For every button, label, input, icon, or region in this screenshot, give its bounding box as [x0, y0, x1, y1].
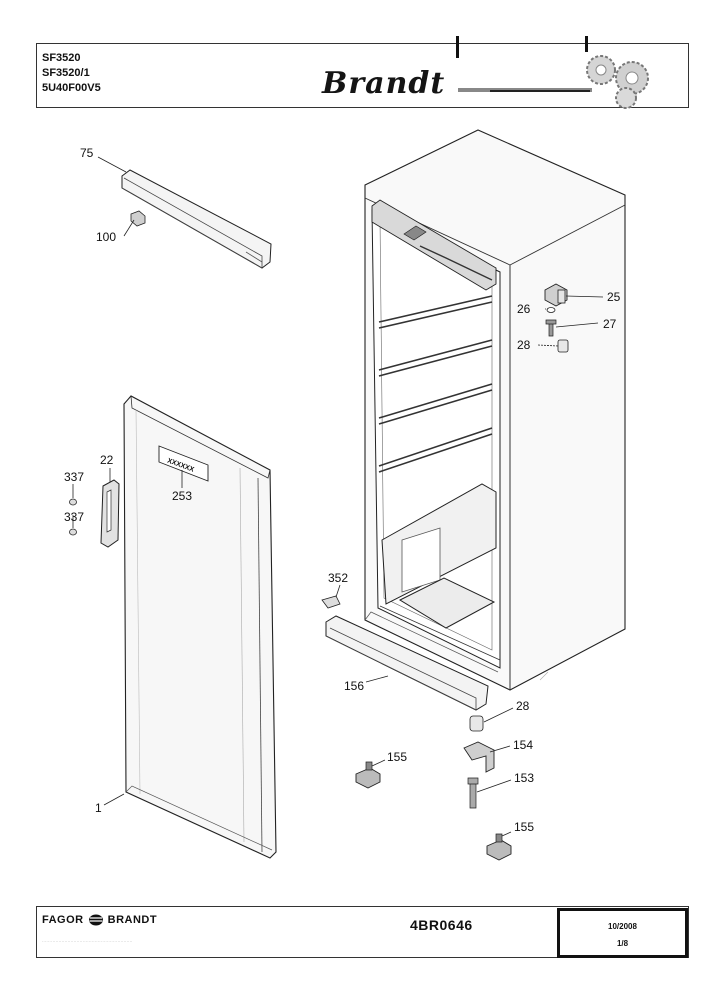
- shelf-rails: [378, 295, 493, 473]
- callout-label: 253: [172, 489, 192, 503]
- crisper-drawer-area: [379, 483, 501, 661]
- callout-label: 352: [328, 571, 348, 585]
- bottom-plate: [321, 595, 341, 609]
- callout-label: 25: [607, 290, 621, 304]
- date-box: 10/2008 1/8: [557, 908, 688, 958]
- footer-logo: FAGOR BRANDT: [42, 914, 157, 926]
- callout-label: 75: [80, 146, 94, 160]
- callout-label: 155: [387, 750, 407, 764]
- callout-label: 337: [64, 470, 84, 484]
- door-mount-bracket: [544, 283, 568, 307]
- header-decoration: [456, 36, 592, 92]
- hinge-pin: [467, 777, 479, 809]
- adjustable-foot: [355, 761, 381, 789]
- callout-label: 27: [603, 317, 617, 331]
- callout-label: 156: [344, 679, 364, 693]
- gear-icon: [586, 55, 616, 85]
- bushing: [469, 715, 484, 732]
- brand-logo: Brandt: [322, 66, 446, 101]
- door-nameplate: [158, 445, 209, 482]
- header-frame: [36, 43, 689, 108]
- footer-small-print: ........................................…: [42, 938, 133, 943]
- callout-label: 337: [64, 510, 84, 524]
- footer-frame: [36, 906, 689, 958]
- bushing: [557, 339, 569, 353]
- callout-label: 153: [514, 771, 534, 785]
- screw-plug: [69, 498, 77, 506]
- document-number: 4BR0646: [410, 917, 473, 933]
- hinge-cover-top: [121, 169, 272, 269]
- cover-clip: [130, 210, 146, 227]
- document-date: 10/2008: [608, 922, 637, 931]
- page-number: 1/8: [616, 939, 629, 948]
- callout-label: 28: [517, 338, 531, 352]
- top-hinge-bracket: [371, 199, 497, 291]
- callout-label: 100: [96, 230, 116, 244]
- callout-label: 1: [95, 801, 102, 815]
- gear-icon: [615, 87, 637, 109]
- washer: [546, 307, 556, 313]
- model-number: SF3520: [42, 52, 81, 64]
- footer-company-right: BRANDT: [107, 914, 158, 926]
- bottom-hinge-bracket: [463, 741, 495, 773]
- callout-label: 26: [517, 302, 531, 316]
- callout-label: 28: [516, 699, 530, 713]
- callout-label: 22: [100, 453, 114, 467]
- leader-lines: [72, 156, 604, 837]
- model-number: 5U40F00V5: [42, 82, 101, 94]
- globe-icon: [88, 914, 103, 926]
- model-list: SF3520 SF3520/1 5U40F00V5: [42, 51, 101, 96]
- refrigerator-door: [123, 395, 277, 859]
- screw: [545, 319, 557, 337]
- door-handle: [100, 479, 120, 548]
- model-number: SF3520/1: [42, 67, 90, 79]
- bottom-hinge-cover: [325, 615, 489, 711]
- gear-icon: [615, 61, 649, 95]
- screw-plug: [69, 528, 77, 536]
- callout-label: 155: [514, 820, 534, 834]
- callout-label: 154: [513, 738, 533, 752]
- adjustable-foot: [486, 833, 512, 861]
- footer-company-left: FAGOR: [42, 914, 84, 926]
